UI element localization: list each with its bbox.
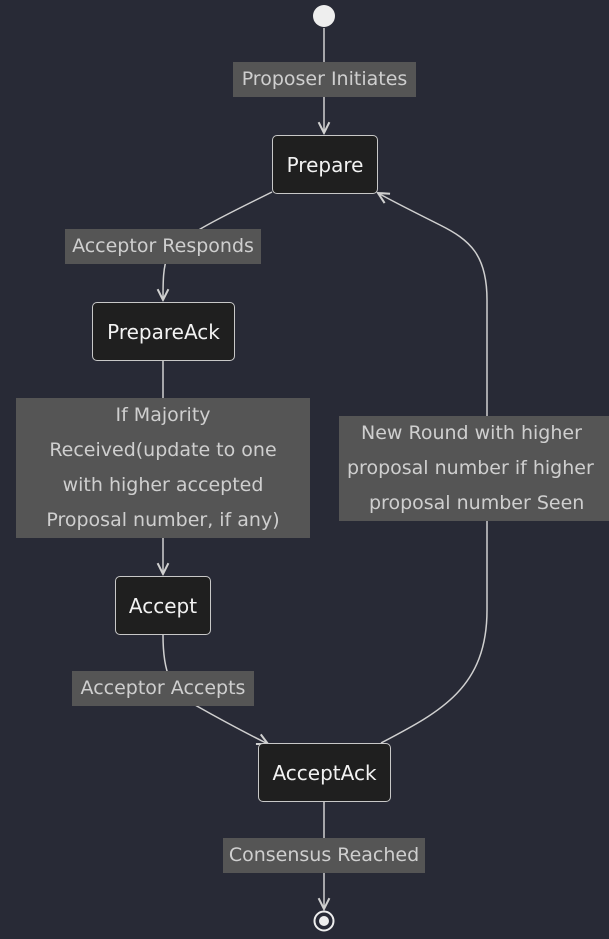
end-state-icon xyxy=(313,910,335,932)
edge-acceptack-to-prepare xyxy=(378,193,488,744)
state-prepare-ack: PrepareAck xyxy=(92,302,235,361)
state-accept-label: Accept xyxy=(128,593,198,618)
label-majority-line-3: with higher accepted xyxy=(62,474,264,496)
label-consensus-reached: Consensus Reached xyxy=(223,838,425,873)
label-proposer-initiates: Proposer Initiates xyxy=(233,62,416,97)
label-proposer-initiates-text: Proposer Initiates xyxy=(241,68,408,90)
state-prepare-label: Prepare xyxy=(286,152,364,177)
label-new-round-line-2: proposal number if higher xyxy=(347,457,594,479)
label-majority-line-4: Proposal number, if any) xyxy=(46,509,280,531)
label-acceptor-responds-text: Acceptor Responds xyxy=(72,235,254,257)
label-acceptor-accepts: Acceptor Accepts xyxy=(72,671,254,706)
label-acceptor-accepts-text: Acceptor Accepts xyxy=(80,677,246,699)
label-majority-line-2: Received(update to one xyxy=(49,439,277,461)
label-consensus-reached-text: Consensus Reached xyxy=(228,844,420,866)
state-prepare-ack-label: PrepareAck xyxy=(107,319,220,344)
label-majority-line-1: If Majority xyxy=(115,404,211,426)
label-majority-received: If Majority Received(update to one with … xyxy=(16,398,310,538)
start-state-icon xyxy=(313,5,335,27)
state-prepare: Prepare xyxy=(272,135,378,194)
label-new-round-line-1: New Round with higher xyxy=(361,422,582,444)
label-new-round-line-3: proposal number Seen xyxy=(369,492,585,514)
label-new-round: New Round with higher proposal number if… xyxy=(339,416,609,521)
label-acceptor-responds: Acceptor Responds xyxy=(65,229,261,264)
state-accept: Accept xyxy=(115,576,211,635)
state-accept-ack: AcceptAck xyxy=(258,743,391,802)
state-accept-ack-label: AcceptAck xyxy=(272,760,377,785)
